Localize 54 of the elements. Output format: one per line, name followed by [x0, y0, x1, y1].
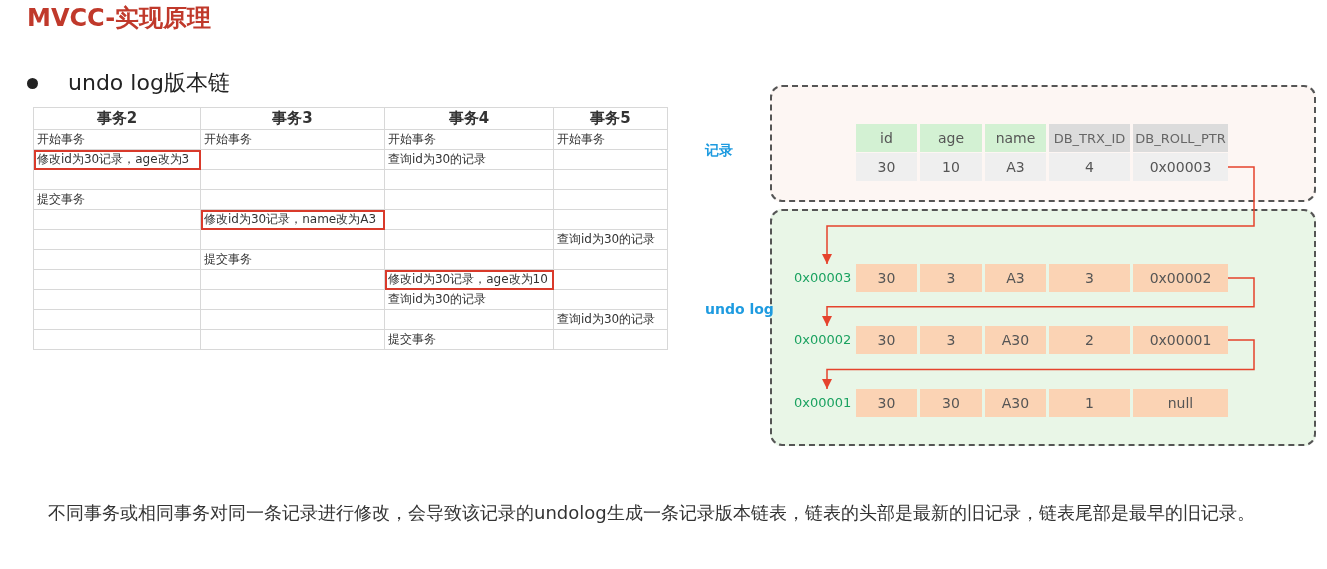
table-cell: 2	[1049, 326, 1130, 354]
table-cell: 30	[920, 389, 982, 417]
column-header: 事务4	[384, 107, 554, 130]
column-header: 事务5	[553, 107, 668, 130]
column-header: 事务2	[33, 107, 201, 130]
table-cell: 查询id为30的记录	[553, 229, 668, 250]
arrow	[821, 339, 1255, 390]
table-cell: 查询id为30的记录	[553, 309, 668, 330]
column-header: name	[985, 124, 1046, 152]
table-cell: 3	[920, 264, 982, 292]
column-header: DB_TRX_ID	[1049, 124, 1130, 152]
column-header: id	[856, 124, 917, 152]
address-label: 0x00003	[794, 270, 852, 285]
table-cell: 提交事务	[384, 329, 554, 350]
table-cell: 0x00001	[1133, 326, 1228, 354]
table-cell: A30	[985, 389, 1046, 417]
table-cell: A30	[985, 326, 1046, 354]
caption-text: 不同事务或相同事务对同一条记录进行修改，会导致该记录的undolog生成一条记录版本链表，链表的头部是最新的旧记录，链表尾部是最早的旧记录。	[48, 501, 1256, 525]
table-cell: A3	[985, 153, 1046, 181]
arrow	[821, 277, 1255, 327]
table-cell: A3	[985, 264, 1046, 292]
address-label: 0x00002	[794, 332, 852, 347]
table-cell: 10	[920, 153, 982, 181]
table-cell: 30	[856, 389, 917, 417]
table-cell: 开始事务	[200, 129, 385, 150]
table-cell: 3	[920, 326, 982, 354]
table-cell: 0x00002	[1133, 264, 1228, 292]
table-cell: 0x00003	[1133, 153, 1228, 181]
slide-title: MVCC-实现原理	[27, 3, 212, 34]
table-cell: 30	[856, 326, 917, 354]
table-cell: 查询id为30的记录	[384, 149, 554, 170]
panel-label: 记录	[705, 142, 733, 160]
table-cell: 提交事务	[33, 189, 201, 210]
column-header: age	[920, 124, 982, 152]
table-cell: 1	[1049, 389, 1130, 417]
column-header: 事务3	[200, 107, 385, 130]
highlighted-table-cell: 修改id为30记录，name改为A3	[200, 209, 385, 230]
highlighted-table-cell: 修改id为30记录，age改为3	[33, 149, 201, 170]
table-cell: 开始事务	[384, 129, 554, 150]
table-cell: 提交事务	[200, 249, 385, 270]
table-cell: 查询id为30的记录	[384, 289, 554, 310]
panel-label: undo log	[705, 301, 774, 317]
table-cell: 30	[856, 153, 917, 181]
table-cell: 3	[1049, 264, 1130, 292]
column-header: DB_ROLL_PTR	[1133, 124, 1228, 152]
highlighted-table-cell: 修改id为30记录，age改为10	[384, 269, 554, 290]
table-cell: 开始事务	[33, 129, 201, 150]
table-cell: 30	[856, 264, 917, 292]
arrow	[821, 166, 1255, 265]
address-label: 0x00001	[794, 395, 852, 410]
section-heading: undo log版本链	[68, 69, 230, 97]
table-cell: null	[1133, 389, 1228, 417]
table-cell: 4	[1049, 153, 1130, 181]
table-cell: 开始事务	[553, 129, 668, 150]
